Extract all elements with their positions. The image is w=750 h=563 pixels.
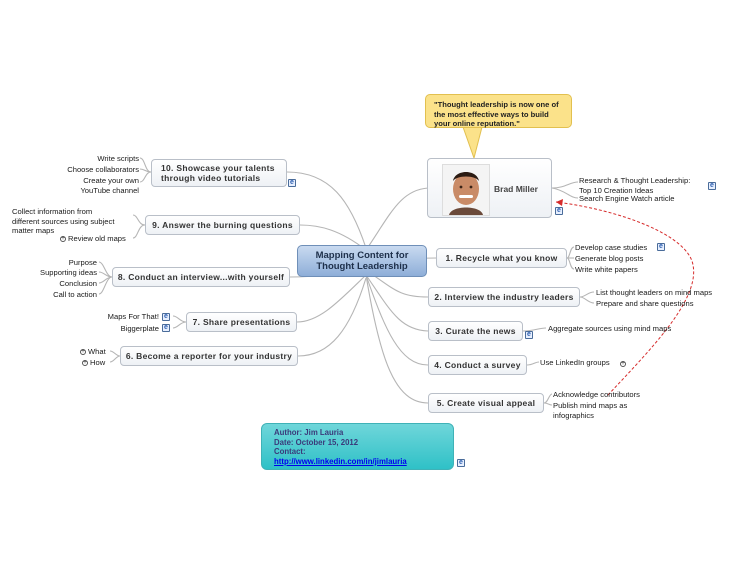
topic-9-answer[interactable]: 9. Answer the burning questions [145, 215, 300, 235]
topic-4-survey[interactable]: 4. Conduct a survey [428, 355, 527, 375]
list-item: Write white papers [575, 265, 638, 274]
topic-7-presentations[interactable]: 7. Share presentations [186, 312, 297, 332]
topic-5-visual[interactable]: 5. Create visual appeal [428, 393, 544, 413]
plus-circle-icon[interactable]: + [620, 361, 626, 367]
plus-circle-icon[interactable]: + [60, 236, 66, 242]
author-date: Date: October 15, 2012 [274, 437, 359, 447]
connector-central-topic4 [365, 274, 429, 366]
list-item: List thought leaders on mind maps [596, 288, 713, 297]
list-item: Generate blog posts [575, 254, 644, 263]
plus-circle-icon[interactable]: + [82, 360, 88, 366]
author-linkedin-link[interactable]: http://www.linkedin.com/in/jimlauria [274, 456, 407, 466]
ie-link-icon[interactable]: e [525, 331, 533, 339]
connector-central-topic5 [365, 274, 429, 404]
connector-central-topic10 [286, 171, 367, 249]
list-item: Collect information from different sourc… [12, 207, 115, 235]
topic-3-curate[interactable]: 3. Curate the news [428, 321, 523, 341]
connector-central-topic7 [296, 274, 367, 323]
profile-node[interactable]: Brad Miller e [427, 158, 563, 218]
ie-link-icon[interactable]: e [288, 179, 296, 187]
list-item: Call to action [53, 290, 97, 299]
ie-link-icon[interactable]: e [555, 207, 563, 215]
list-item: Supporting ideas [40, 268, 97, 277]
ie-link-icon[interactable]: e [708, 182, 716, 190]
central-line-1: Mapping Content for [315, 250, 409, 261]
topic-1-recycle[interactable]: 1. Recycle what you know [436, 248, 567, 268]
topic-6-reporter[interactable]: 6. Become a reporter for your industry [120, 346, 298, 366]
relationship-arrow [555, 201, 695, 396]
central-line-2: Thought Leadership [316, 261, 408, 272]
list-item: Prepare and share questions [596, 299, 694, 308]
list-item: Review old maps [68, 234, 126, 243]
ie-link-icon[interactable]: e [162, 313, 170, 321]
profile-name: Brad Miller [494, 184, 538, 194]
list-item: Acknowledge contributors [553, 390, 640, 399]
central-topic[interactable]: Mapping Content for Thought Leadership [297, 245, 427, 277]
ie-link-icon[interactable]: e [457, 459, 465, 467]
connector-central-profile [365, 187, 429, 251]
author-box: Author: Jim Lauria Date: October 15, 201… [261, 423, 454, 470]
profile-photo [442, 164, 490, 216]
list-item: Choose collaborators [67, 165, 139, 174]
profile-link-2[interactable]: Search Engine Watch article [579, 194, 675, 203]
list-item: Purpose [68, 258, 97, 267]
list-item: Develop case studies [575, 243, 648, 252]
list-item: Maps For That! [107, 312, 159, 321]
list-item: Aggregate sources using mind maps [548, 324, 672, 333]
list-item: What [88, 347, 106, 356]
list-item: Publish mind maps as infographics [553, 401, 628, 420]
list-item: Use LinkedIn groups [540, 358, 610, 367]
quote-text: "Thought leadership is now one of the mo… [434, 100, 559, 128]
list-item: Biggerplate [120, 324, 159, 333]
connector-central-topic3 [365, 274, 429, 332]
connector-central-topic6 [297, 277, 367, 357]
topic-8-interview-yourself[interactable]: 8. Conduct an interview...with yourself [112, 267, 290, 287]
list-item: Create your own YouTube channel [80, 176, 139, 195]
author-contact-label: Contact: [274, 447, 306, 457]
quote-callout: "Thought leadership is now one of the mo… [425, 94, 572, 128]
author-name: Author: Jim Lauria [274, 428, 344, 437]
list-item: Write scripts [97, 154, 139, 163]
profile-link-1[interactable]: Research & Thought Leadership: Top 10 Cr… [579, 176, 691, 195]
plus-circle-icon[interactable]: + [80, 349, 86, 355]
ie-link-icon[interactable]: e [657, 243, 665, 251]
ie-link-icon[interactable]: e [162, 324, 170, 332]
list-item: Conclusion [59, 279, 97, 288]
connector-central-topic9 [299, 224, 367, 251]
callout-pointer [462, 126, 483, 160]
topic-2-interview[interactable]: 2. Interview the industry leaders [428, 287, 580, 307]
list-item: How [90, 358, 106, 367]
